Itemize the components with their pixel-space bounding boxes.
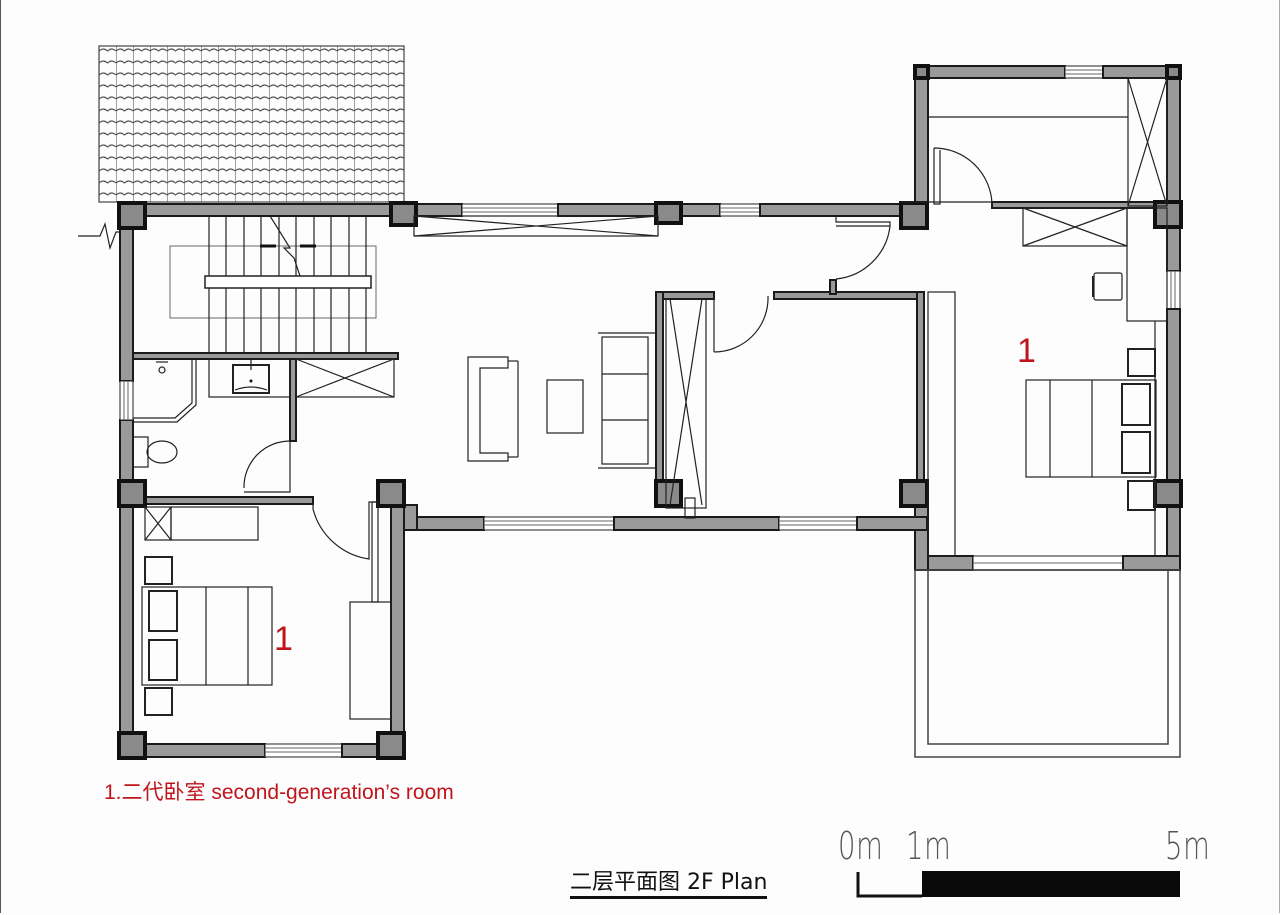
- scale-label-1m: 1m: [906, 824, 952, 868]
- central-room: [665, 216, 891, 519]
- roof-tiles: [98, 45, 405, 203]
- scale-label-0m: 0m: [838, 824, 884, 868]
- staircase: [169, 215, 377, 353]
- southwest-bedroom: [141, 501, 392, 720]
- east-bedroom: [900, 77, 1168, 557]
- scale-label-5m: 5m: [1165, 824, 1211, 868]
- break-line: [78, 221, 122, 251]
- scale-bar: [856, 871, 1180, 898]
- balcony: [914, 569, 1181, 758]
- room-number-east-bedroom: 1: [1017, 332, 1036, 370]
- columns: [117, 64, 1183, 760]
- legend-item-1: 1.二代卧室 second-generation’s room: [104, 781, 454, 804]
- bathroom: [132, 358, 395, 493]
- walls: [119, 65, 1181, 758]
- drawing-title: 二层平面图 2F Plan: [570, 870, 768, 899]
- room-number-southwest-bedroom: 1: [274, 620, 293, 658]
- living-room: [413, 215, 659, 469]
